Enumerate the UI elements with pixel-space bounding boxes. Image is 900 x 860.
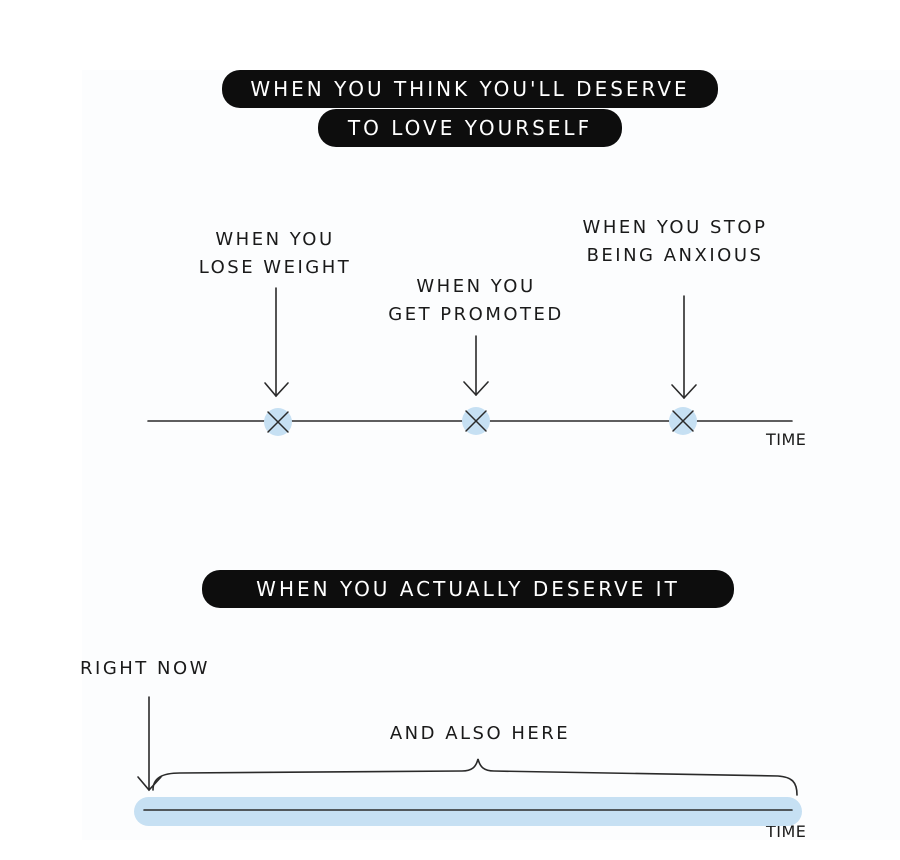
time-axis-label-bottom: TIME xyxy=(766,822,807,841)
event-marker-lose-weight xyxy=(264,408,292,436)
title-top-line1: WHEN YOU THINK YOU'LL DESERVE xyxy=(222,70,718,108)
illustration-panel xyxy=(82,70,900,840)
title-bottom: WHEN YOU ACTUALLY DESERVE IT xyxy=(202,570,734,608)
title-top-line2: TO LOVE YOURSELF xyxy=(318,109,622,147)
time-axis-label-top: TIME xyxy=(766,430,807,449)
event-marker-get-promoted xyxy=(462,407,490,435)
arrow-right-now xyxy=(137,696,162,792)
brace-and-also-here xyxy=(152,758,798,796)
event-label-stop-being-anxious: WHEN YOU STOP BEING ANXIOUS xyxy=(582,217,768,266)
timeline-bottom-highlight xyxy=(134,797,802,826)
arrow-get-promoted xyxy=(463,335,489,397)
right-now-label: RIGHT NOW xyxy=(80,658,210,679)
arrow-stop-being-anxious xyxy=(671,295,697,400)
event-marker-stop-being-anxious xyxy=(669,407,697,435)
arrow-lose-weight xyxy=(264,287,289,398)
event-label-lose-weight: WHEN YOU LOSE WEIGHT xyxy=(198,229,352,278)
and-also-here-label: AND ALSO HERE xyxy=(389,723,571,744)
event-label-get-promoted: WHEN YOU GET PROMOTED xyxy=(388,276,564,325)
